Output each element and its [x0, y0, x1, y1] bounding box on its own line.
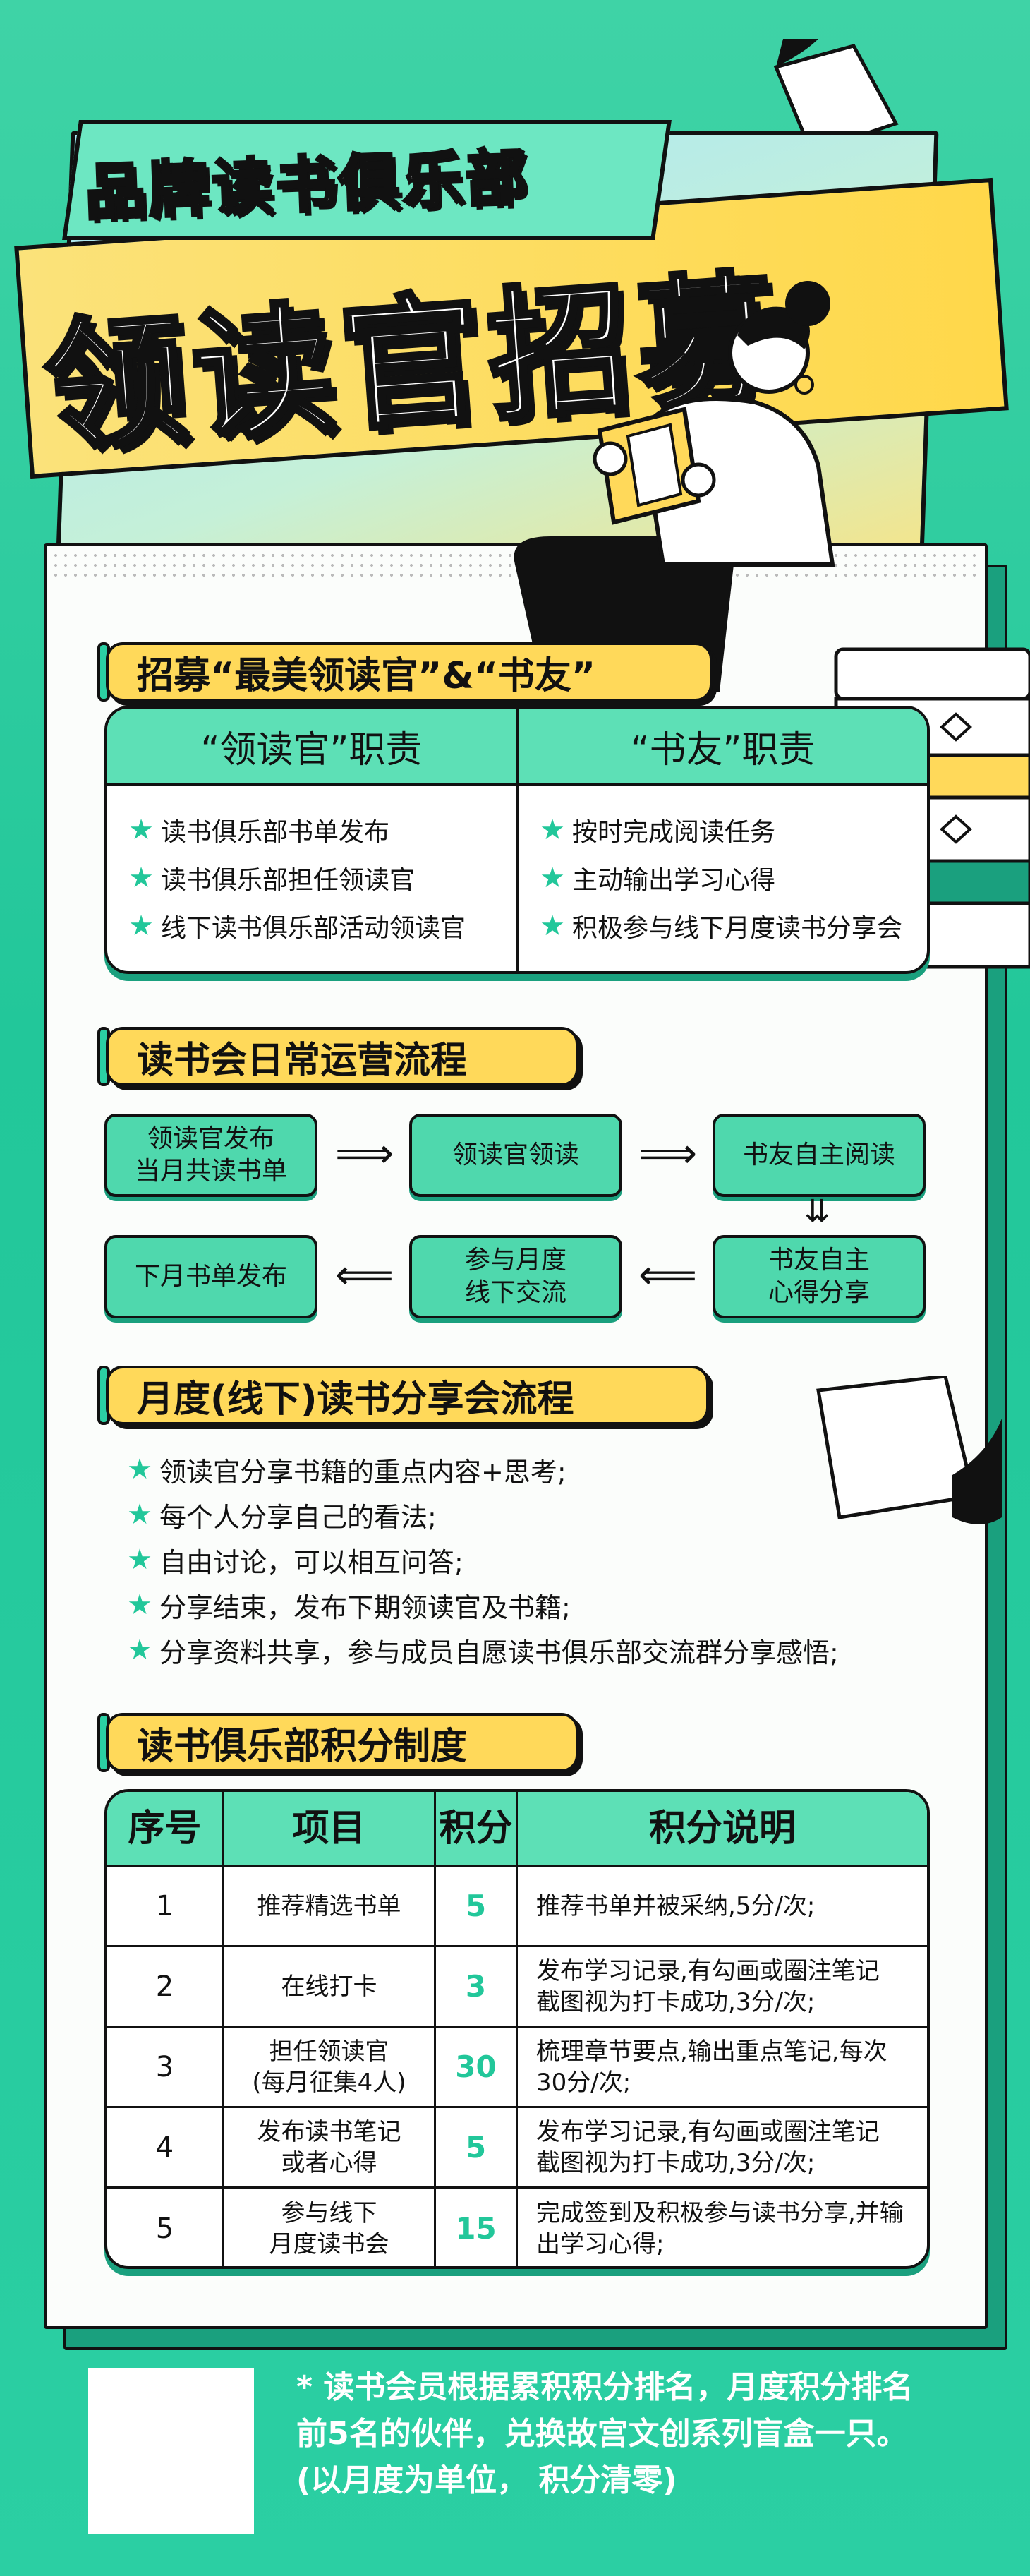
list-item: ★线下读书俱乐部活动领读官	[121, 902, 516, 950]
list-item: ★自由讨论，可以相互问答;	[120, 1537, 464, 1582]
flow-step: 领读官领读	[409, 1114, 622, 1197]
duties-table: “领读官”职责 “书友”职责 ★读书俱乐部书单发布 ★读书俱乐部担任领读官 ★线…	[104, 706, 930, 974]
star-icon: ★	[128, 814, 154, 846]
footer-line: * 读书会员根据累积积分排名，月度积分排名	[296, 2369, 914, 2405]
footer-note: * 读书会员根据累积积分排名，月度积分排名 前5名的伙伴，兑换故宫文创系列盲盒一…	[296, 2364, 974, 2534]
list-item: ★每个人分享自己的看法;	[120, 1492, 437, 1537]
table-row: 3 担任领读官 (每月征集4人) 30 梳理章节要点,输出重点笔记,每次 30分…	[107, 2028, 927, 2108]
section-heading-flow: 读书会日常运营流程	[106, 1027, 578, 1086]
flow-step: 领读官发布 当月共读书单	[104, 1114, 317, 1197]
section-heading-recruit: 招募“最美领读官”&“书友”	[106, 642, 713, 702]
arrow-left-icon: ⟸	[638, 1251, 698, 1299]
flow-step: 下月书单发布	[104, 1235, 317, 1318]
list-item: ★分享资料共享，参与成员自愿读书俱乐部交流群分享感悟;	[120, 1627, 839, 1673]
arrow-right-icon: ⟹	[638, 1129, 698, 1177]
footer-line: 前5名的伙伴，兑换故宫文创系列盲盒一只。	[296, 2416, 908, 2452]
table-header: 序号 项目 积分 积分说明	[107, 1792, 927, 1867]
star-icon: ★	[127, 1634, 152, 1666]
member-duties-title: “书友”职责	[630, 728, 816, 771]
list-item: ★分享结束，发布下期领读官及书籍;	[120, 1582, 571, 1627]
list-item: ★积极参与线下月度读书分享会	[533, 902, 927, 950]
footer-line: (以月度为单位， 积分清零)	[296, 2462, 677, 2498]
table-row: 4 发布读书笔记 或者心得 5 发布学习记录,有勾画或圈注笔记 截图视为打卡成功…	[107, 2108, 927, 2189]
leader-duties-title: “领读官”职责	[107, 709, 519, 783]
qr-code-placeholder	[88, 2368, 254, 2534]
flying-paper-icon	[816, 1376, 1002, 1524]
reader-illustration	[514, 281, 835, 692]
star-icon: ★	[127, 1453, 152, 1486]
list-item: ★按时完成阅读任务	[533, 806, 927, 854]
list-item: ★领读官分享书籍的重点内容+思考;	[120, 1447, 566, 1492]
points-table: 序号 项目 积分 积分说明 1 推荐精选书单 5 推荐书单并被采纳,5分/次; …	[104, 1789, 930, 2269]
star-icon: ★	[128, 862, 154, 894]
star-icon: ★	[540, 910, 565, 942]
arrow-right-icon: ⟹	[335, 1129, 394, 1177]
star-icon: ★	[127, 1543, 152, 1576]
leader-duties-list: ★读书俱乐部书单发布 ★读书俱乐部担任领读官 ★线下读书俱乐部活动领读官	[107, 786, 519, 971]
list-item: ★主动输出学习心得	[533, 854, 927, 902]
flow-step: 书友自主阅读	[713, 1114, 926, 1197]
section-heading-points: 读书俱乐部积分制度	[106, 1713, 578, 1772]
arrow-left-icon: ⟸	[335, 1251, 394, 1299]
list-item: ★读书俱乐部担任领读官	[121, 854, 516, 902]
table-row: 5 参与线下 月度读书会 15 完成签到及积极参与读书分享,并输 出学习心得;	[107, 2189, 927, 2266]
flow-step: 书友自主 心得分享	[713, 1235, 926, 1318]
star-icon: ★	[127, 1498, 152, 1531]
star-icon: ★	[127, 1589, 152, 1621]
section-heading-monthly: 月度(线下)读书分享会流程	[106, 1366, 709, 1425]
star-icon: ★	[540, 814, 565, 846]
star-icon: ★	[540, 862, 565, 894]
member-duties-list: ★按时完成阅读任务 ★主动输出学习心得 ★积极参与线下月度读书分享会	[519, 786, 927, 971]
flying-paper-icon	[773, 39, 899, 155]
arrow-down-icon: ⇊	[804, 1193, 830, 1229]
star-icon: ★	[128, 910, 154, 942]
table-row: 2 在线打卡 3 发布学习记录,有勾画或圈注笔记 截图视为打卡成功,3分/次;	[107, 1947, 927, 2028]
table-row: 1 推荐精选书单 5 推荐书单并被采纳,5分/次;	[107, 1867, 927, 1947]
flow-step: 参与月度 线下交流	[409, 1235, 622, 1318]
list-item: ★读书俱乐部书单发布	[121, 806, 516, 854]
